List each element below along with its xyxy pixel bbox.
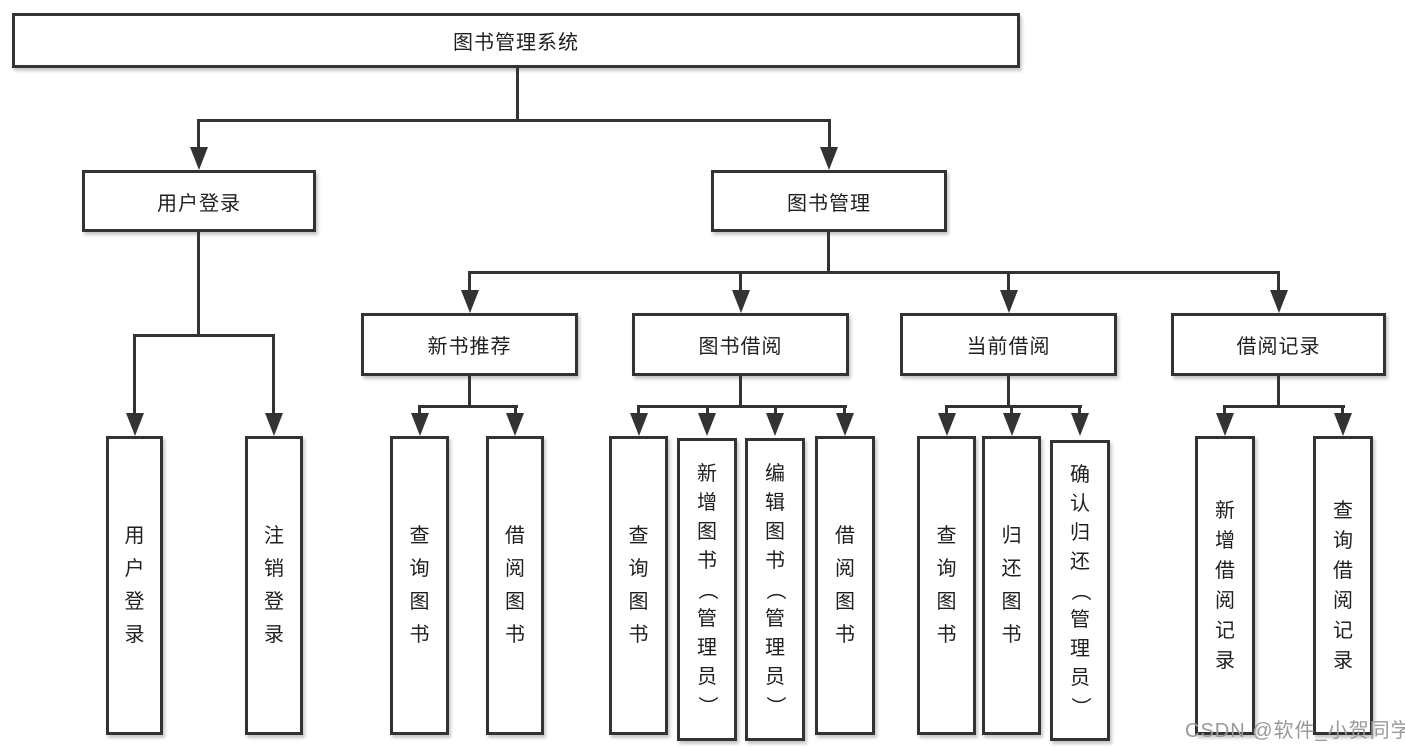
node-new-book-recommend: 新书推荐 (361, 313, 578, 376)
leaf-borrowing-borrow-books: 借阅图书 (815, 436, 875, 735)
arrow-to-current-borrowing (1000, 290, 1018, 313)
connector-recommend-stem (468, 376, 471, 408)
arrow-to-borrowing-add (698, 413, 716, 436)
connector-to-current-return (1010, 405, 1013, 417)
leaf-records-query-record: 查询借阅记录 (1313, 436, 1373, 735)
connector-to-current-query (945, 405, 948, 417)
connector-to-borrowing-borrow (843, 405, 846, 417)
connector-recommend-rail (418, 405, 518, 408)
connector-to-current-confirm (1078, 405, 1081, 417)
node-library-management-system: 图书管理系统 (12, 13, 1020, 68)
arrow-to-borrowing-borrow (836, 413, 854, 436)
connector-to-current-borrowing (1007, 271, 1010, 293)
leaf-borrowing-query-books: 查询图书 (609, 436, 668, 735)
leaf-current-confirm-return-admin: 确认归还（管理员） (1050, 440, 1110, 741)
connector-current-rail (945, 405, 1082, 408)
connector-to-recommend-borrow (514, 405, 517, 417)
connector-borrowing-rail (637, 405, 847, 408)
arrow-to-records-query (1334, 413, 1352, 436)
connector-to-records-add (1223, 405, 1226, 417)
arrow-to-leaf-logout (265, 413, 283, 436)
connector-to-borrowing-records (1277, 271, 1280, 293)
node-current-borrowing: 当前借阅 (900, 313, 1117, 376)
connector-to-borrowing-add (706, 405, 709, 417)
connector-to-borrowing-edit (774, 405, 777, 417)
leaf-recommend-query-books: 查询图书 (390, 436, 449, 735)
leaf-current-query-books: 查询图书 (917, 436, 976, 735)
node-user-login: 用户登录 (82, 170, 316, 232)
connector-level3-rail (468, 271, 1280, 274)
leaf-records-add-record: 新增借阅记录 (1195, 436, 1255, 735)
node-label: 图书管理 (787, 192, 871, 215)
arrow-to-current-query (938, 413, 956, 436)
connector-to-leaf-user-login (133, 334, 136, 416)
node-label: 图书借阅 (698, 336, 783, 358)
arrow-to-book-management (820, 147, 838, 170)
arrow-to-borrowing-records (1270, 290, 1288, 313)
leaf-current-return-books: 归还图书 (982, 436, 1041, 735)
node-label: 当前借阅 (966, 336, 1051, 358)
connector-to-new-book-recommend (468, 271, 471, 293)
connector-root-stem (516, 67, 519, 121)
arrow-to-records-add (1216, 413, 1234, 436)
connector-records-rail (1223, 405, 1345, 408)
connector-to-leaf-logout (272, 334, 275, 416)
connector-to-borrowing-query (637, 405, 640, 417)
connector-level2-rail (197, 119, 831, 122)
arrow-to-leaf-user-login (126, 413, 144, 436)
arrow-to-current-confirm (1071, 413, 1089, 436)
connector-to-user-login (197, 119, 200, 149)
connector-borrowing-stem (739, 376, 742, 408)
csdn-watermark: CSDN @软件_小贺同学 (1185, 720, 1405, 742)
node-label: 图书管理系统 (453, 32, 579, 54)
arrow-to-borrowing-edit (766, 413, 784, 436)
leaf-logout: 注销登录 (245, 436, 303, 735)
arrow-to-book-borrowing (732, 290, 750, 313)
leaf-user-login: 用户登录 (106, 436, 163, 735)
connector-to-book-borrowing (739, 271, 742, 293)
node-borrowing-records: 借阅记录 (1171, 313, 1386, 376)
leaf-recommend-borrow-books: 借阅图书 (486, 436, 544, 735)
arrow-to-borrowing-query (630, 413, 648, 436)
arrow-to-new-book-recommend (461, 290, 479, 313)
connector-current-stem (1007, 376, 1010, 408)
connector-records-stem (1277, 376, 1280, 408)
node-label: 新书推荐 (427, 336, 512, 358)
node-label: 借阅记录 (1236, 336, 1321, 358)
connector-book-management-stem (827, 232, 830, 274)
connector-user-login-rail (133, 334, 275, 337)
arrow-to-user-login (190, 147, 208, 170)
leaf-borrowing-add-books-admin: 新增图书（管理员） (677, 438, 737, 741)
connector-to-records-query (1341, 405, 1344, 417)
leaf-borrowing-edit-books-admin: 编辑图书（管理员） (745, 438, 805, 741)
arrow-to-recommend-borrow (506, 413, 524, 436)
connector-to-recommend-query (418, 405, 421, 417)
connector-to-book-management (828, 119, 831, 149)
arrow-to-current-return (1003, 413, 1021, 436)
arrow-to-recommend-query (411, 413, 429, 436)
connector-user-login-stem (197, 232, 200, 337)
node-book-management: 图书管理 (711, 170, 947, 232)
node-label: 用户登录 (157, 192, 241, 215)
node-book-borrowing: 图书借阅 (632, 313, 849, 376)
